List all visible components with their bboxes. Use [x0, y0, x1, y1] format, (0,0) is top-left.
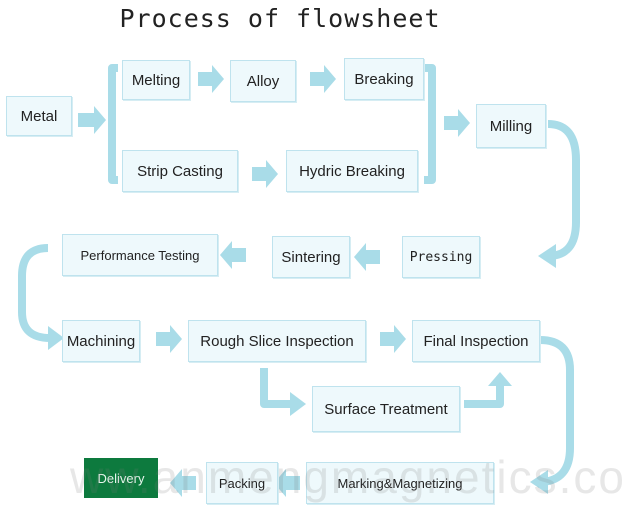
diagram-title: Process of flowsheet: [119, 4, 441, 33]
step-alloy: Alloy: [230, 60, 296, 102]
step-machining: Machining: [62, 320, 140, 362]
arrowhead-to-final: [488, 372, 512, 386]
path-surface-to-final: [464, 382, 504, 408]
step-performance-testing: Performance Testing: [62, 234, 218, 276]
step-final-inspection: Final Inspection: [412, 320, 540, 362]
arrow-alloy-to-breaking: [310, 65, 336, 93]
arrow-metal-to-split: [78, 106, 106, 134]
arrowhead-to-machining: [48, 326, 64, 350]
arrow-sintering-to-performance: [220, 241, 246, 269]
step-metal: Metal: [6, 96, 72, 136]
arrowhead-to-pressing: [538, 244, 556, 268]
step-rough-slice-inspection: Rough Slice Inspection: [188, 320, 366, 362]
step-surface-treatment: Surface Treatment: [312, 386, 460, 432]
step-sintering: Sintering: [272, 236, 350, 278]
step-pressing: Pressing: [402, 236, 480, 278]
step-hydric-breaking: Hydric Breaking: [286, 150, 418, 192]
step-marking-magnetizing: Marking&Magnetizing: [306, 462, 494, 504]
watermark: ww.anmengmagnetics.com: [70, 451, 624, 503]
merge-bracket: [424, 64, 436, 184]
arrow-merge-to-milling: [444, 109, 470, 137]
step-breaking: Breaking: [344, 58, 424, 100]
arrow-rough-to-final: [380, 325, 406, 353]
arrow-melting-to-alloy: [198, 65, 224, 93]
step-strip-casting: Strip Casting: [122, 150, 238, 192]
split-bracket: [108, 64, 118, 184]
curve-milling-to-pressing: [547, 120, 580, 260]
arrow-packing-to-delivery: [170, 469, 196, 497]
step-melting: Melting: [122, 60, 190, 100]
path-rough-to-surface: [260, 368, 294, 408]
step-milling: Milling: [476, 104, 546, 148]
arrowhead-to-surface: [290, 392, 306, 416]
arrowhead-to-marking: [530, 470, 548, 494]
arrow-pressing-to-sintering: [354, 243, 380, 271]
curve-performance-to-machining: [18, 244, 51, 342]
step-delivery: Delivery: [84, 458, 158, 498]
curve-final-to-marking: [539, 336, 574, 486]
arrow-strip-to-hydric: [252, 160, 278, 188]
arrow-machining-to-rough: [156, 325, 182, 353]
arrow-marking-to-packing: [274, 469, 300, 497]
step-packing: Packing: [206, 462, 278, 504]
